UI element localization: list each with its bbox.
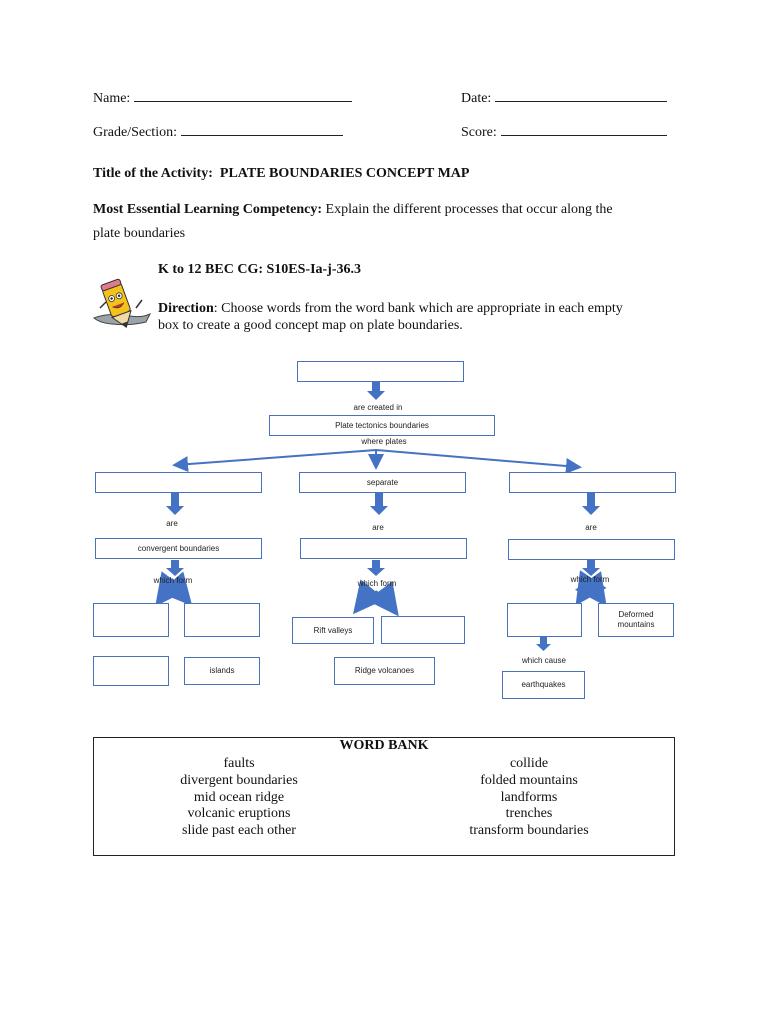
date-field: Date: xyxy=(461,88,668,107)
left-form-answer-box-b[interactable] xyxy=(184,603,260,637)
grade-section-blank[interactable] xyxy=(180,122,343,136)
left-form-answer-box-c[interactable] xyxy=(93,656,169,686)
word-bank-item: trenches xyxy=(505,806,553,822)
label-which-cause: which cause xyxy=(521,656,567,665)
learning-competency: Most Essential Learning Competency: Expl… xyxy=(93,198,683,246)
name-field: Name: xyxy=(93,88,353,107)
date-blank[interactable] xyxy=(495,88,668,102)
islands-box: islands xyxy=(184,657,260,685)
convergent-boundaries-box: convergent boundaries xyxy=(95,538,262,559)
right-form-answer-box[interactable] xyxy=(507,603,582,637)
word-bank: WORD BANK faults divergent boundaries mi… xyxy=(93,737,675,856)
competency-text-1: Explain the different processes that occ… xyxy=(325,202,613,217)
direction-text-2: box to create a good concept map on plat… xyxy=(158,318,463,333)
left-form-answer-box-a[interactable] xyxy=(93,603,169,637)
direction: Direction: Choose words from the word ba… xyxy=(158,300,688,334)
grade-section-field: Grade/Section: xyxy=(93,122,343,141)
activity-title-value: PLATE BOUNDARIES CONCEPT MAP xyxy=(219,166,470,181)
word-bank-item: landforms xyxy=(500,789,558,805)
label-are-created-in: are created in xyxy=(353,403,403,412)
direction-text-1: : Choose words from the word bank which … xyxy=(213,301,623,316)
word-bank-item: volcanic eruptions xyxy=(187,806,291,822)
date-label: Date: xyxy=(461,91,492,106)
plate-tectonics-boundaries-box: Plate tectonics boundaries xyxy=(269,415,495,436)
word-bank-item: divergent boundaries xyxy=(180,772,298,788)
word-bank-title: WORD BANK xyxy=(339,738,429,753)
name-blank[interactable] xyxy=(134,88,353,102)
deformed-mountains-box: Deformed mountains xyxy=(598,603,674,637)
label-which-form-left: which form xyxy=(153,576,193,585)
label-are-mid: are xyxy=(372,523,384,532)
pencil-mascot-icon xyxy=(93,278,152,329)
direction-label: Direction xyxy=(158,301,214,316)
word-bank-left-column: faults divergent boundaries mid ocean ri… xyxy=(119,756,359,840)
activity-title-label: Title of the Activity: xyxy=(93,166,213,181)
mid-action-box: separate xyxy=(299,472,466,493)
top-answer-box[interactable] xyxy=(297,361,464,382)
curriculum-code: K to 12 BEC CG: S10ES-Ia-j-36.3 xyxy=(158,262,362,277)
word-bank-item: transform boundaries xyxy=(469,823,589,839)
word-bank-item: mid ocean ridge xyxy=(193,789,285,805)
label-where-plates: where plates xyxy=(361,437,407,446)
label-are-right: are xyxy=(585,523,597,532)
left-action-answer-box[interactable] xyxy=(95,472,262,493)
right-action-answer-box[interactable] xyxy=(509,472,676,493)
activity-title: Title of the Activity: PLATE BOUNDARIES … xyxy=(93,166,469,182)
label-which-form-mid: which form xyxy=(357,579,397,588)
label-are-left: are xyxy=(166,519,178,528)
word-bank-item: faults xyxy=(223,756,255,771)
score-blank[interactable] xyxy=(500,122,667,136)
word-bank-item: slide past each other xyxy=(182,823,296,839)
rift-valleys-box: Rift valleys xyxy=(292,617,374,644)
grade-section-label: Grade/Section: xyxy=(93,125,177,140)
competency-label: Most Essential Learning Competency: xyxy=(93,202,323,217)
word-bank-right-column: collide folded mountains landforms trenc… xyxy=(409,756,649,840)
name-label: Name: xyxy=(93,91,131,106)
word-bank-item: folded mountains xyxy=(480,772,578,788)
earthquakes-box: earthquakes xyxy=(502,671,585,699)
ridge-volcanoes-box: Ridge volcanoes xyxy=(334,657,435,685)
competency-text-2: plate boundaries xyxy=(93,226,186,241)
word-bank-item: collide xyxy=(509,756,549,771)
mid-form-answer-box[interactable] xyxy=(381,616,465,644)
right-boundary-answer-box[interactable] xyxy=(508,539,675,560)
score-label: Score: xyxy=(461,125,497,140)
mid-boundary-answer-box[interactable] xyxy=(300,538,467,559)
label-which-form-right: which form xyxy=(570,575,610,584)
score-field: Score: xyxy=(461,122,667,141)
